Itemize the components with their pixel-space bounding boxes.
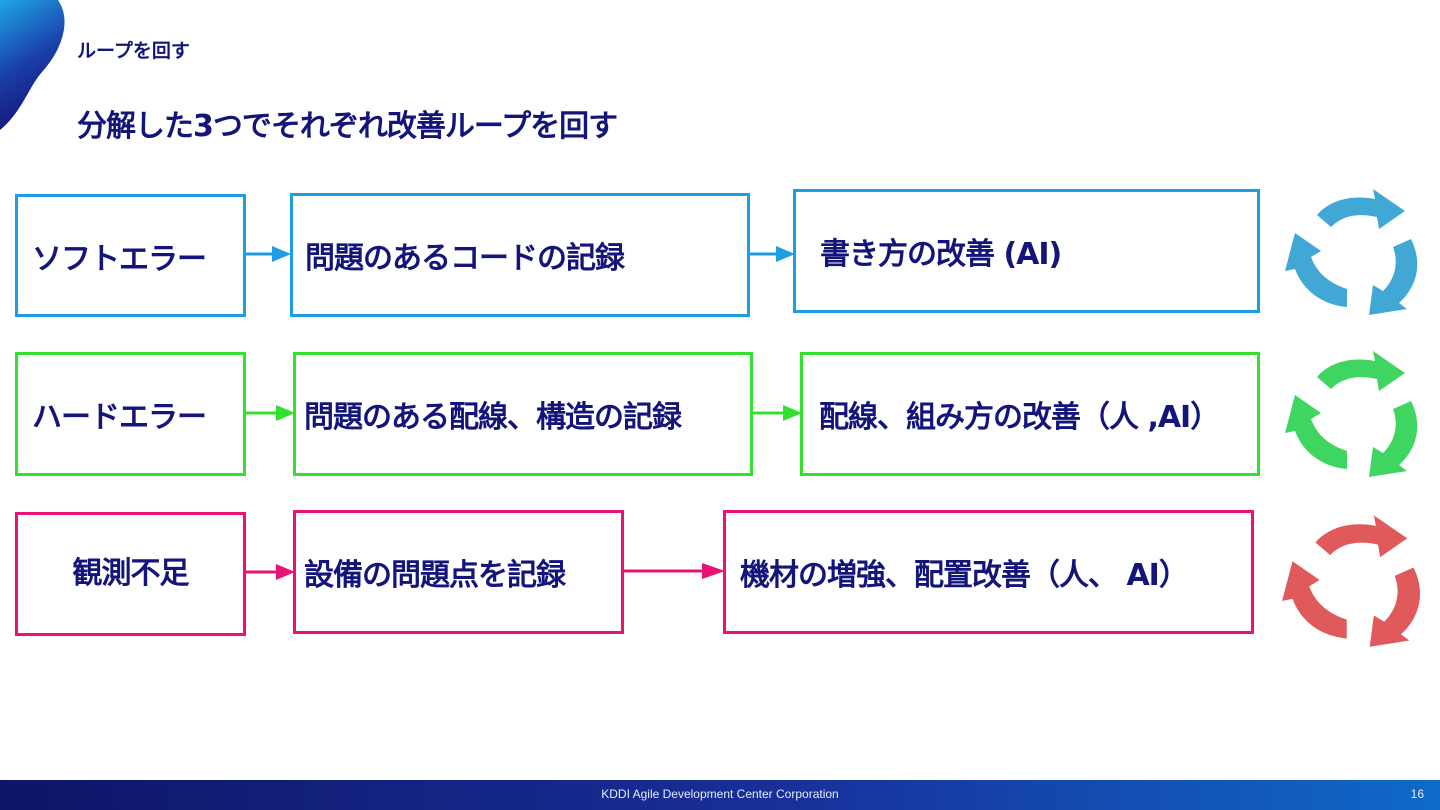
- improvement-box-soft-error: 書き方の改善 (AI): [793, 189, 1260, 313]
- category-box-hard-error: ハードエラー: [15, 352, 246, 476]
- arrow-right-icon: [753, 405, 802, 421]
- record-box-hard-error: 問題のある配線、構造の記録: [293, 352, 753, 476]
- category-label: ソフトエラー: [32, 241, 207, 277]
- corner-decoration: [0, 0, 65, 130]
- record-label: 設備の問題点を記録: [304, 558, 566, 593]
- improvement-label: 機材の増強、配置改善（人、 AI）: [740, 558, 1189, 593]
- category-box-observation: 観測不足: [15, 512, 246, 636]
- category-box-soft-error: ソフトエラー: [15, 194, 246, 317]
- improvement-box-observation: 機材の増強、配置改善（人、 AI）: [723, 510, 1254, 634]
- section-label: ループを回す: [77, 40, 190, 62]
- footer-company: KDDI Agile Development Center Corporatio…: [601, 787, 839, 801]
- cycle-arrows-icon: [1285, 189, 1418, 315]
- arrow-right-icon: [246, 246, 291, 262]
- record-label: 問題のある配線、構造の記録: [304, 400, 682, 435]
- cycle-arrows-icon: [1282, 515, 1420, 647]
- arrow-right-icon: [624, 563, 725, 579]
- record-box-soft-error: 問題のあるコードの記録: [290, 193, 750, 317]
- improvement-label: 配線、組み方の改善（人 ,AI）: [819, 400, 1220, 435]
- page-number: 16: [1410, 787, 1424, 801]
- record-label: 問題のあるコードの記録: [305, 241, 625, 276]
- improvement-label: 書き方の改善 (AI): [820, 237, 1062, 272]
- footer-bar: KDDI Agile Development Center Corporatio…: [0, 780, 1440, 810]
- arrow-right-icon: [750, 246, 795, 262]
- record-box-observation: 設備の問題点を記録: [293, 510, 624, 634]
- cycle-arrows-icon: [1285, 351, 1418, 477]
- arrow-right-icon: [246, 405, 295, 421]
- arrow-right-icon: [246, 564, 295, 580]
- category-label: ハードエラー: [32, 400, 207, 435]
- slide-title: 分解した3つでそれぞれ改善ループを回す: [77, 109, 618, 144]
- category-label: 観測不足: [72, 556, 190, 591]
- improvement-box-hard-error: 配線、組み方の改善（人 ,AI）: [800, 352, 1260, 476]
